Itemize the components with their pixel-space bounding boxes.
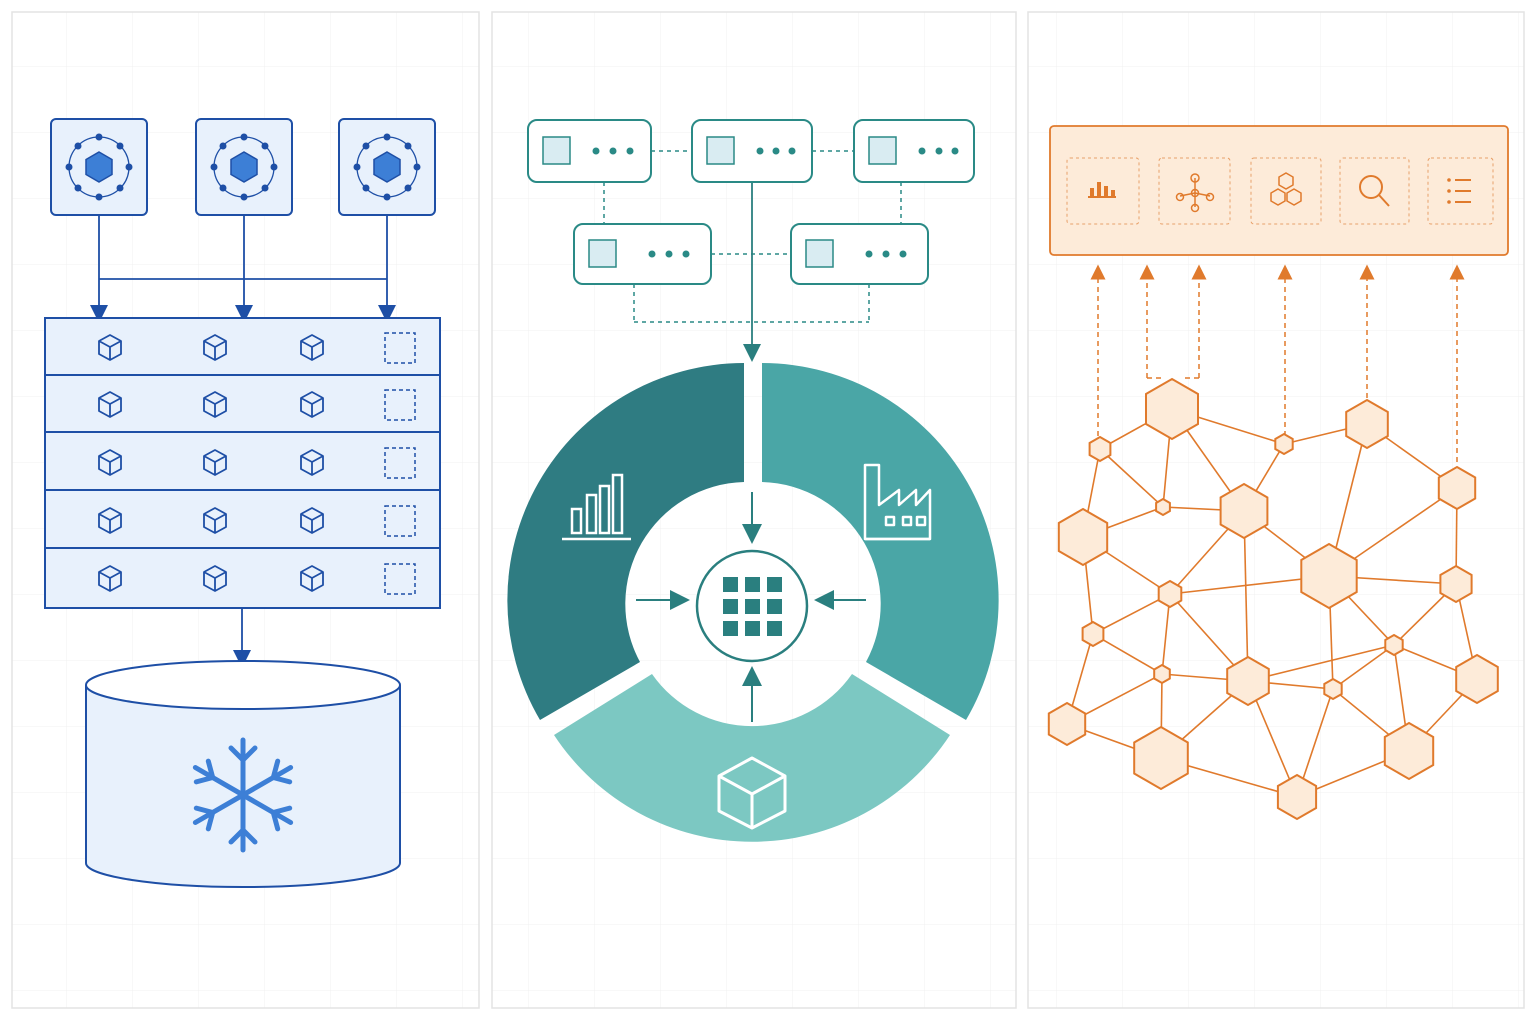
source-card-icon [588,239,617,268]
toolbar-item-search[interactable] [1339,157,1410,225]
warehouse-cylinder[interactable] [85,660,401,888]
cube-icon [717,756,787,830]
network-node-icon [210,133,278,201]
source-card-3[interactable] [853,119,975,183]
toolbar-item-catalog[interactable] [1427,157,1494,225]
source-card-icon [868,136,897,165]
fabric-ring [507,363,999,842]
panel-data-fabric [507,119,999,842]
source-card-2[interactable] [691,119,813,183]
hexagon-node-icon[interactable] [1384,633,1404,657]
source-card-1[interactable] [527,119,652,183]
grid-hub-icon [723,577,782,636]
table-row-4 [98,505,416,537]
hexagon-node-icon[interactable] [1383,721,1435,781]
toolbar-item-domains[interactable] [1250,157,1322,225]
network-graph-icon [1175,173,1215,213]
hub-arrows [636,492,866,722]
panel-warehouse [44,118,441,888]
hexagon-node-icon[interactable] [1153,663,1171,685]
hexagon-node-icon[interactable] [1274,432,1294,456]
hexagon-node-icon[interactable] [1157,579,1183,609]
magnifier-icon [1359,175,1390,207]
toolbar-item-network[interactable] [1158,157,1231,225]
hexagon-node-icon[interactable] [1276,773,1318,821]
mesh-graph [1047,377,1499,821]
toolbar-item-analytics[interactable] [1066,157,1140,225]
empty-slot-icon [384,447,416,479]
ingest-connectors [90,215,396,323]
source-node-3[interactable] [338,118,436,216]
mesh-edge [1092,593,1171,635]
network-node-icon [65,133,133,201]
fabric-dashed-links [603,150,902,323]
mesh-toolbar [1049,125,1509,256]
hexagon-node-icon[interactable] [1088,435,1112,463]
hexagon-node-icon[interactable] [1439,564,1473,604]
hexagon-node-icon[interactable] [1226,655,1270,707]
empty-slot-icon [384,563,416,595]
empty-slot-icon [384,389,416,421]
hexagons-icon [1270,172,1302,206]
empty-slot-icon [384,332,416,364]
hexagon-node-icon[interactable] [1145,377,1199,441]
hexagon-node-icon[interactable] [1133,725,1189,791]
source-card-icon [542,136,571,165]
panel-data-mesh [1047,125,1509,821]
mesh-edge [1332,644,1395,690]
fabric-hub[interactable] [695,549,809,663]
source-nodes [50,118,436,216]
source-card-4[interactable] [573,223,712,285]
empty-slot-icon [384,505,416,537]
factory-icon [863,463,932,541]
source-node-2[interactable] [195,118,293,216]
table-row-5 [98,563,416,595]
hexagon-node-icon[interactable] [1300,542,1358,610]
hexagon-node-icon[interactable] [1081,620,1105,648]
source-card-icon [706,136,735,165]
mesh-edge [1099,448,1164,508]
table-row-1 [98,332,416,364]
hexagon-node-icon[interactable] [1057,507,1109,567]
storage-table [44,317,441,609]
mesh-edge [1092,633,1163,675]
table-row-2 [98,389,416,421]
hexagon-node-icon[interactable] [1323,677,1343,701]
source-card-icon [805,239,834,268]
hexagon-node-icon[interactable] [1437,465,1477,511]
network-node-icon [353,133,421,201]
hexagon-node-icon[interactable] [1219,482,1269,540]
ring-segment-operations[interactable] [762,363,999,720]
hexagon-node-icon[interactable] [1047,701,1087,747]
list-icon [1447,178,1471,204]
hexagon-node-icon[interactable] [1455,653,1499,705]
table-row-3 [98,447,416,479]
mesh-arrows [1090,264,1465,462]
mesh-edge [1243,510,1249,682]
bar-chart-icon [1088,182,1116,198]
source-node-1[interactable] [50,118,148,216]
ring-segment-analytics[interactable] [507,363,744,720]
source-card-5[interactable] [790,223,929,285]
mesh-edge [1247,644,1395,682]
hexagon-node-icon[interactable] [1155,497,1171,517]
hexagon-node-icon[interactable] [1345,398,1389,450]
snowflake-icon [192,737,294,853]
bar-chart-icon [562,473,631,541]
